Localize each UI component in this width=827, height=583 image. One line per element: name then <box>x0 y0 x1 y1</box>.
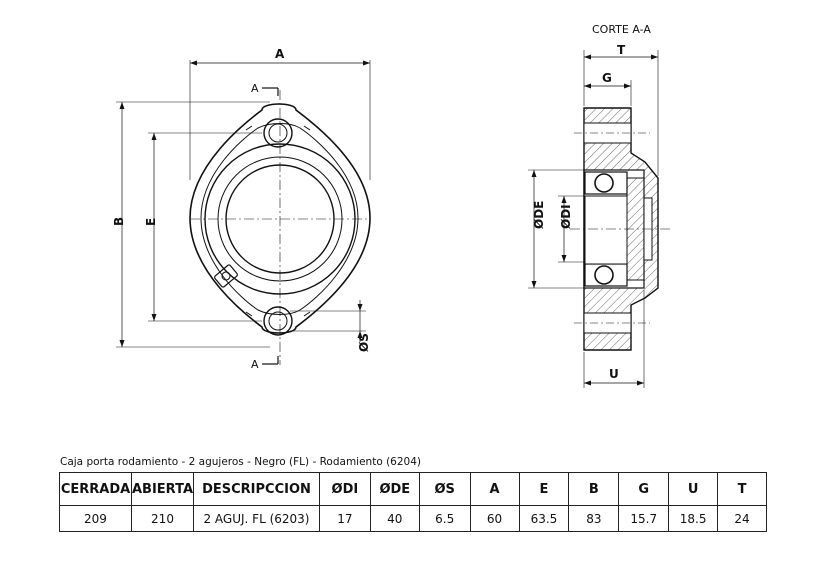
ball-top <box>594 173 614 193</box>
cell-de: 40 <box>369 505 420 532</box>
dim-t-label: T <box>617 43 626 57</box>
cell-u: 18.5 <box>668 505 719 532</box>
dim-e-label: E <box>144 218 158 226</box>
section-marker-bottom: A <box>251 358 259 371</box>
grease-nipple <box>214 264 238 288</box>
header-e: E <box>518 472 570 506</box>
bottom-bolt-hole-inner <box>268 311 288 331</box>
header-a: A <box>469 472 520 506</box>
table-row: 209 210 2 AGUJ. FL (6203) 17 40 6.5 60 6… <box>59 505 767 532</box>
cell-di: 17 <box>318 505 371 532</box>
spec-table: CERRADA ABIERTA DESCRIPCCION ØDI ØDE ØS … <box>59 472 767 532</box>
dim-a-label: A <box>275 47 285 61</box>
flange-outline <box>189 103 371 334</box>
cell-g: 15.7 <box>618 505 670 532</box>
header-de: ØDE <box>369 472 420 506</box>
top-bolt-hole-inner <box>268 123 288 143</box>
cell-e: 63.5 <box>518 505 570 532</box>
cell-b: 83 <box>568 505 620 532</box>
flange-inner-rim <box>200 123 359 315</box>
header-di: ØDI <box>318 472 371 506</box>
front-view <box>116 60 371 365</box>
header-s: ØS <box>418 472 471 506</box>
dim-b-label: B <box>112 217 126 226</box>
header-t: T <box>717 472 767 506</box>
top-bolt-hole <box>263 118 293 148</box>
table-caption: Caja porta rodamiento - 2 agujeros - Neg… <box>60 456 421 468</box>
table-header-row: CERRADA ABIERTA DESCRIPCCION ØDI ØDE ØS … <box>59 472 767 506</box>
cell-s: 6.5 <box>418 505 471 532</box>
ball-bottom <box>594 265 614 285</box>
header-abierta: ABIERTA <box>130 472 195 506</box>
dim-di-label: ØDI <box>559 204 573 229</box>
dim-u-label: U <box>609 367 619 381</box>
cell-cerrada: 209 <box>59 505 132 532</box>
header-descripccion: DESCRIPCCION <box>193 472 320 506</box>
dim-s-label: ØS <box>357 333 371 352</box>
section-view <box>528 50 670 388</box>
header-u: U <box>668 472 719 506</box>
dim-g-label: G <box>602 71 612 85</box>
header-g: G <box>618 472 670 506</box>
header-cerrada: CERRADA <box>59 472 132 506</box>
cell-descripccion: 2 AGUJ. FL (6203) <box>193 505 320 532</box>
technical-drawing: A B E ØS A A <box>112 23 670 388</box>
section-title: CORTE A-A <box>592 23 651 36</box>
bottom-bolt-hole <box>263 306 293 336</box>
cell-a: 60 <box>469 505 520 532</box>
section-marker-top: A <box>251 82 259 95</box>
cell-t: 24 <box>717 505 767 532</box>
dim-de-label: ØDE <box>532 201 546 229</box>
cell-abierta: 210 <box>130 505 195 532</box>
header-b: B <box>568 472 620 506</box>
